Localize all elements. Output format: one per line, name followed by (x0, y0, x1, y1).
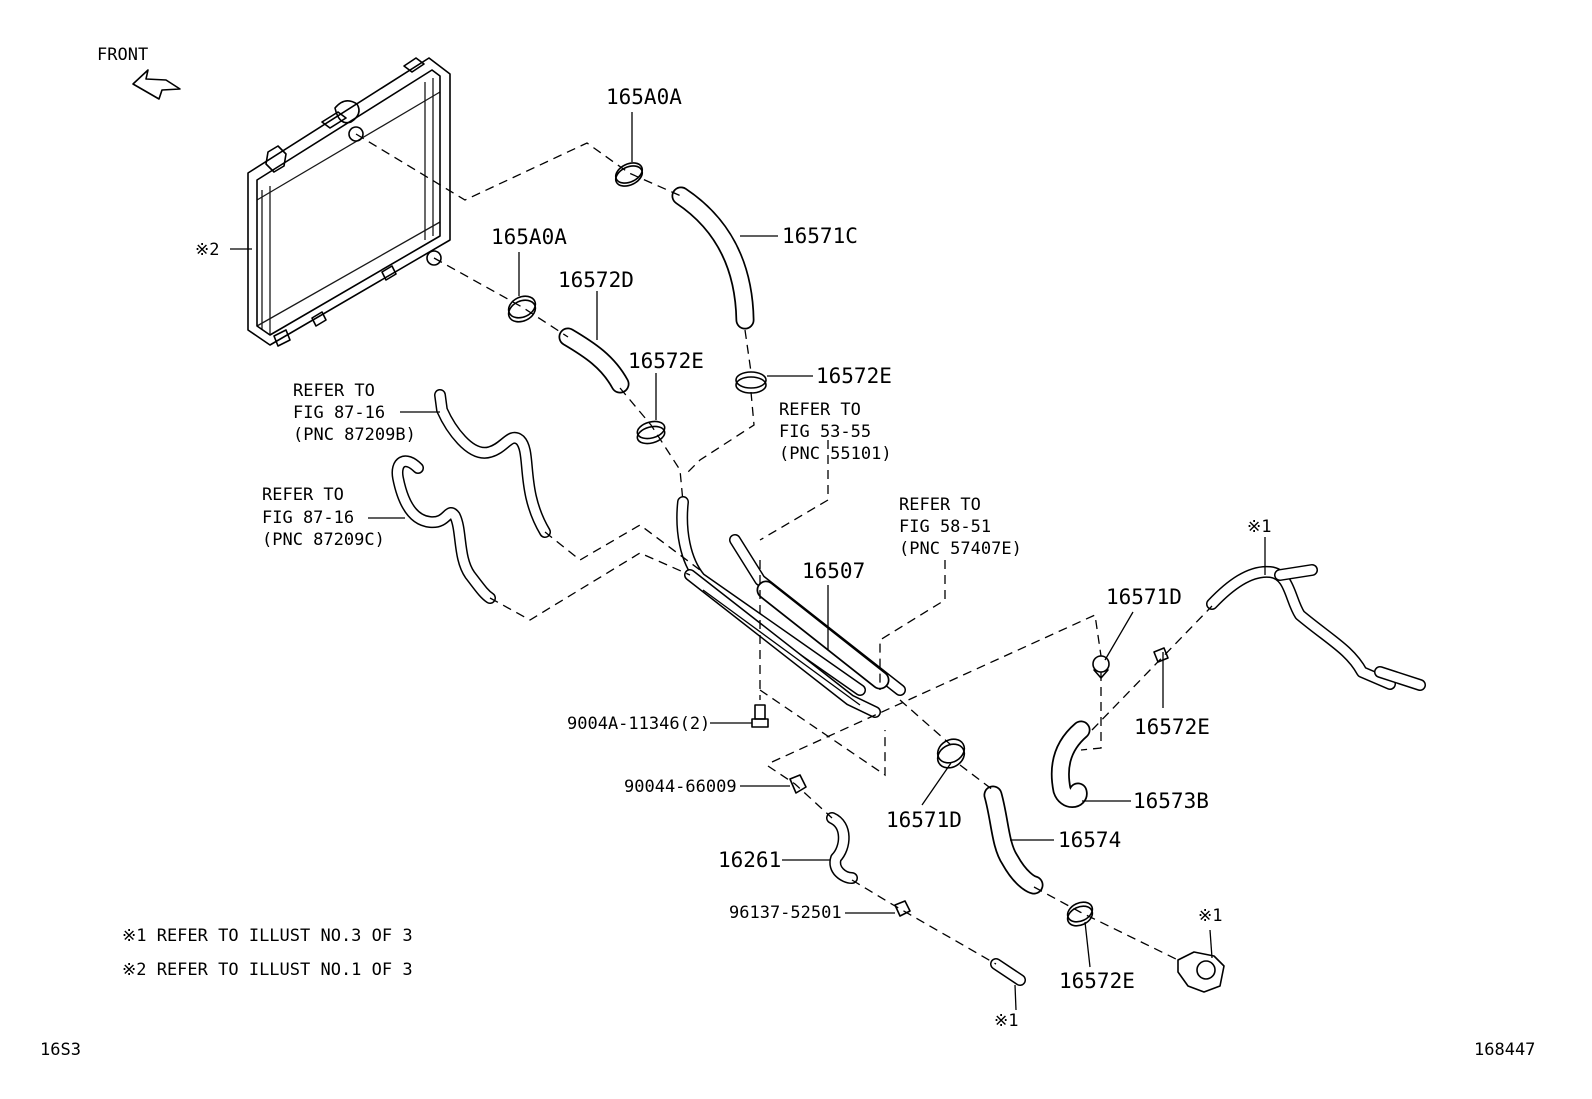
footer-right-code: 168447 (1474, 1040, 1535, 1060)
hose-16574[interactable] (983, 785, 1044, 895)
plug-96137-52501[interactable] (894, 900, 911, 917)
radiator[interactable] (247, 57, 451, 347)
clamp-165a0a-upper[interactable] (613, 159, 646, 190)
ref-87209b-line3: (PNC 87209B) (293, 425, 416, 445)
label-16572e-right: 16572E (1134, 715, 1210, 739)
water-outlet[interactable] (1177, 951, 1225, 993)
connection-lines (355, 133, 1213, 965)
bolt-9004a-11346[interactable] (751, 704, 769, 728)
ref-87209c-line2: FIG 87-16 (262, 508, 354, 528)
upper-radiator-hose-16571c[interactable] (671, 186, 755, 330)
label-16573b: 16573B (1133, 789, 1209, 813)
clamp-16572e-left[interactable] (635, 419, 666, 447)
ref-55101-line3: (PNC 55101) (779, 444, 892, 464)
label-165a0a-middle: 165A0A (491, 225, 567, 249)
hose-16261[interactable] (826, 812, 858, 884)
note-2: ※2 REFER TO ILLUST NO.1 OF 3 (122, 960, 413, 980)
ref-87209b-line1: REFER TO (293, 381, 375, 401)
note-1: ※1 REFER TO ILLUST NO.3 OF 3 (122, 926, 413, 946)
heater-hose-87209b (434, 389, 551, 538)
ref-87209c-line1: REFER TO (262, 485, 344, 505)
clamp-16571d-lower[interactable] (933, 734, 968, 772)
hose-16573b[interactable] (1050, 720, 1091, 808)
ref-87209c: REFER TO FIG 87-16 (PNC 87209C) (262, 485, 385, 550)
ref-55101: REFER TO FIG 53-55 (PNC 55101) (779, 400, 892, 464)
ref-57407e-line1: REFER TO (899, 495, 981, 515)
clip-90044-66009[interactable] (789, 774, 807, 794)
ref-55101-line1: REFER TO (779, 400, 861, 420)
ref-57407e: REFER TO FIG 58-51 (PNC 57407E) (899, 495, 1022, 559)
front-arrow-icon (132, 69, 181, 100)
label-radiator-ref: ※2 (195, 240, 219, 260)
ref-57407e-line3: (PNC 57407E) (899, 539, 1022, 559)
heater-hose-87209c (391, 455, 496, 604)
water-pipe-assembly (1206, 564, 1426, 691)
ref-87209b-line2: FIG 87-16 (293, 403, 385, 423)
sensor-fitting[interactable] (990, 958, 1026, 986)
label-outlet-ref: ※1 (1198, 906, 1222, 926)
label-16574: 16574 (1058, 828, 1121, 852)
label-16261: 16261 (718, 848, 781, 872)
label-16572e-b: 16572E (816, 364, 892, 388)
label-16572e-a: 16572E (628, 349, 704, 373)
label-plug: 96137-52501 (729, 903, 842, 923)
label-16572d: 16572D (558, 268, 634, 292)
label-sensor-ref: ※1 (994, 1011, 1018, 1031)
label-165a0a-upper: 165A0A (606, 85, 682, 109)
ref-87209b: REFER TO FIG 87-16 (PNC 87209B) (293, 381, 416, 445)
clamp-16572e-bottom[interactable] (1064, 898, 1095, 929)
ref-55101-line2: FIG 53-55 (779, 422, 871, 442)
ref-87209c-line3: (PNC 87209C) (262, 530, 385, 550)
label-16571d-lower: 16571D (886, 808, 962, 832)
clamp-16572e-right-of-hose[interactable] (735, 371, 767, 394)
oil-cooler-pipe-16507[interactable] (676, 496, 906, 718)
ref-57407e-line2: FIG 58-51 (899, 517, 991, 537)
footer-left-code: 16S3 (40, 1040, 81, 1060)
clip-16572e-right[interactable] (1153, 647, 1169, 663)
label-16571c: 16571C (782, 224, 858, 248)
label-16572e-bottom: 16572E (1059, 969, 1135, 993)
label-16571d-right: 16571D (1106, 585, 1182, 609)
clamp-165a0a-middle[interactable] (505, 292, 539, 326)
label-pipe-ref: ※1 (1247, 517, 1271, 537)
label-clip: 90044-66009 (624, 777, 737, 797)
label-16507: 16507 (802, 559, 865, 583)
front-label: FRONT (97, 45, 148, 65)
leader-lines (230, 112, 1266, 1011)
hose-16572d[interactable] (558, 327, 630, 394)
label-bolt: 9004A-11346(2) (567, 714, 710, 734)
